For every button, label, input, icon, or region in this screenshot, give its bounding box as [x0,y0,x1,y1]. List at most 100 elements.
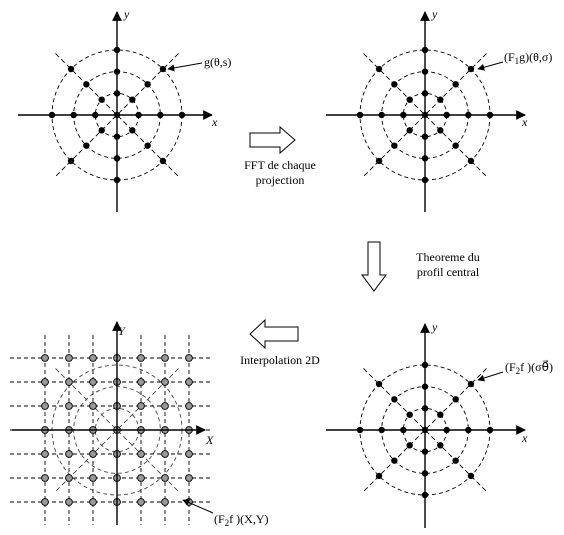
interpolated-point [185,450,193,458]
caption-line: FFT de chaque [244,158,316,172]
sample-point [144,142,151,149]
y-axis-label: y [431,7,438,21]
caption-line: profil central [416,265,480,279]
sample-point [144,81,151,88]
polar-diagonal [55,53,179,177]
interpolated-point [137,498,145,506]
interpolated-point [65,378,73,386]
sample-point [452,81,459,88]
interpolated-point [161,498,169,506]
sample-point [83,142,90,149]
sample-point [467,380,475,388]
sample-point [67,65,75,73]
x-axis-label: x [521,431,528,445]
interpolated-point [161,402,169,410]
sample-point [98,96,105,103]
sample-point [467,65,475,73]
fourier-slice-label: (F2f )(σθ⃗) [505,359,553,376]
panel-top-right: x y (F1g)(θ,σ) [326,7,552,212]
sample-point [391,457,398,464]
interpolated-point [89,498,97,506]
caption-line: projection [255,173,305,187]
sample-point [406,411,413,418]
polar-diagonal [55,368,179,492]
sample-point [375,472,383,480]
sample-point [437,411,444,418]
interpolated-point [65,474,73,482]
sample-point [391,81,398,88]
x-axis-label: X [205,433,214,447]
interpolated-point [89,402,97,410]
interpolated-point [65,354,73,362]
interpolated-point [65,450,73,458]
sample-point [437,442,444,449]
sample-point [83,81,90,88]
interpolated-point [41,474,49,482]
y-axis-label: y [123,7,130,21]
fft-step-arrow [249,125,296,155]
interpolated-point [41,498,49,506]
sample-point [159,65,167,73]
interpolated-point [89,474,97,482]
sample-point [375,380,383,388]
fft-step-caption: FFT de chaque projection [220,158,340,188]
sample-point [452,396,459,403]
fourier-projection-label: (F1g)(θ,σ) [504,50,552,66]
interpolated-point [185,402,193,410]
sample-point [406,127,413,134]
interpolated-point [161,378,169,386]
interpolated-point [41,402,49,410]
polar-diagonal [363,53,487,177]
caption-line: Theoreme du [416,250,480,264]
interpolated-point [161,474,169,482]
interpolated-point [65,402,73,410]
interpolated-point [185,474,193,482]
polar-diagonal [55,368,179,492]
pointer-arrow [477,371,504,382]
panel-bottom-left: X Y (F2f )(X,Y) [10,321,269,528]
sample-point [375,65,383,73]
panel-bottom-right: x y (F2f )(σθ⃗) [326,320,553,528]
polar-diagonal [55,53,179,177]
sample-point [129,96,136,103]
interpolation-step-arrow [249,318,299,350]
interpolated-point [41,354,49,362]
sample-point [98,127,105,134]
pointer-arrow [182,499,214,514]
sample-point [159,157,167,165]
interpolated-point [185,378,193,386]
sample-point [437,127,444,134]
central-slice-step-arrow [361,241,387,292]
sample-point [452,142,459,149]
interpolated-point [185,354,193,362]
caption-line: Interpolation 2D [240,353,320,367]
interpolation-step-caption: Interpolation 2D [220,353,340,368]
sample-point [391,396,398,403]
interpolated-point [137,402,145,410]
polar-diagonal [363,53,487,177]
interpolated-point [137,354,145,362]
cartesian-label: (F2f )(X,Y) [214,512,269,528]
interpolated-point [137,450,145,458]
y-axis-label: Y [118,324,126,338]
sample-point [467,472,475,480]
x-axis-label: x [521,115,528,129]
interpolated-point [137,474,145,482]
central-slice-step-caption: Theoreme du profil central [398,250,498,280]
interpolated-point [137,378,145,386]
sample-point [437,96,444,103]
sample-point [452,457,459,464]
sample-point [406,96,413,103]
interpolated-point [41,378,49,386]
interpolated-point [161,450,169,458]
y-axis-label: y [431,320,438,334]
pointer-arrow [477,61,504,71]
interpolated-point [41,450,49,458]
pointer-arrow [167,62,203,72]
sample-point [406,442,413,449]
interpolated-point [89,450,97,458]
sample-point [129,127,136,134]
panel-top-left: x y g(θ,s) [18,7,231,212]
interpolated-point [89,354,97,362]
